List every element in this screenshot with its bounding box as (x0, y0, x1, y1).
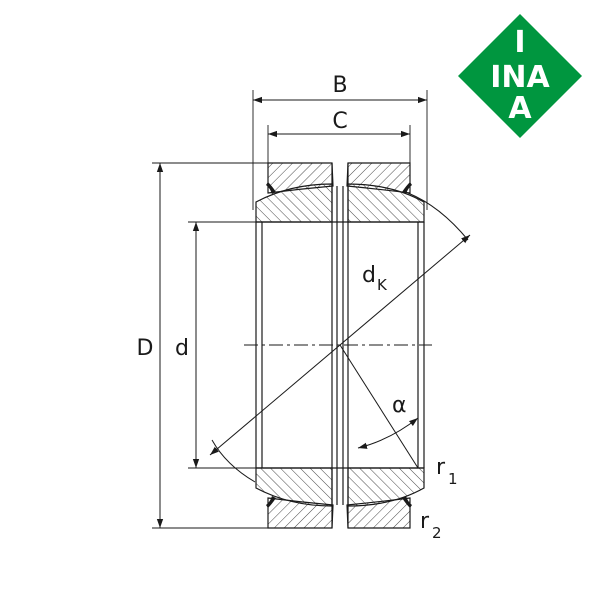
label-alpha: α (392, 393, 407, 418)
outer-ring-bottom (267, 497, 411, 529)
seal-bottom-right (402, 496, 412, 508)
label-B: B (332, 73, 347, 98)
label-dK: d (362, 263, 376, 288)
label-r2-sub: 2 (432, 524, 442, 542)
labels: B C D d d K α r 1 r 2 (137, 73, 458, 542)
sphere-arcs (211, 192, 469, 483)
seal-top-left (266, 182, 276, 194)
label-D: D (137, 336, 154, 361)
seal-bottom-left (266, 496, 276, 508)
label-r2: r (420, 509, 430, 534)
label-dK-sub: K (377, 276, 388, 294)
seal-top-right (402, 182, 412, 194)
label-d: d (175, 336, 189, 361)
extension-lines (152, 90, 428, 529)
logo-text-bottom: A (508, 91, 532, 126)
logo-text-middle: INA (490, 60, 550, 95)
label-r1-sub: 1 (448, 470, 458, 488)
logo-diamond (458, 14, 582, 138)
seals (266, 182, 412, 508)
label-r1: r (436, 455, 446, 480)
alpha-angle (339, 344, 419, 469)
logo-text-top: I (514, 25, 525, 60)
ina-logo: I INA A (458, 14, 582, 138)
label-C: C (332, 109, 347, 134)
